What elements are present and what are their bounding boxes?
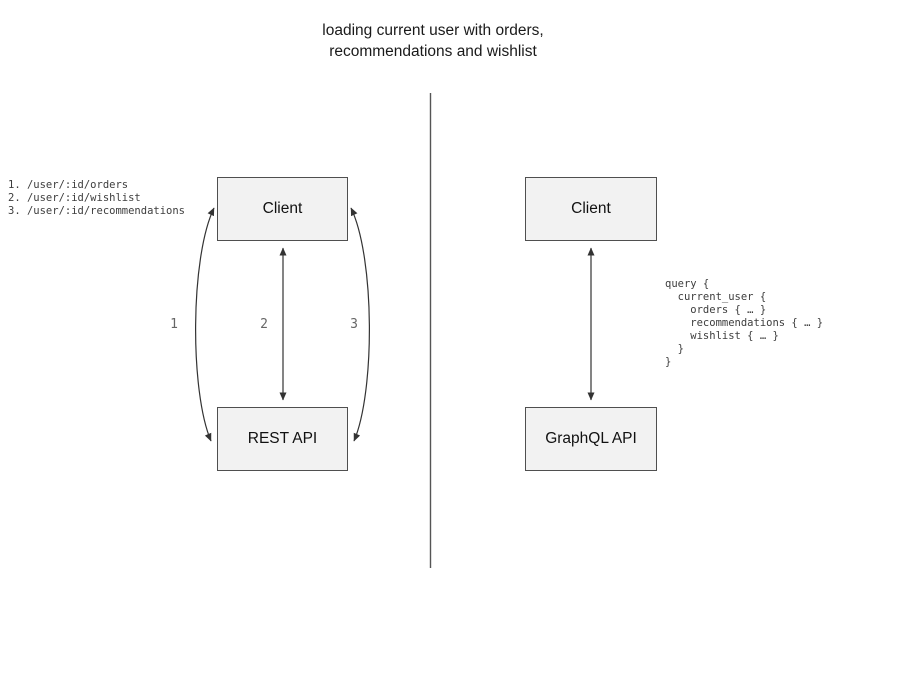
rest-arrow-label-3: 3 bbox=[350, 317, 358, 332]
graphql-api-label: GraphQL API bbox=[545, 430, 637, 447]
rest-api-label: REST API bbox=[247, 430, 318, 447]
query-line: recommendations { … } bbox=[665, 317, 824, 329]
query-line: } bbox=[665, 343, 684, 355]
rest-client-label: Client bbox=[262, 200, 303, 217]
graphql-api-node: GraphQL API bbox=[525, 407, 657, 471]
graphql-client-node: Client bbox=[525, 177, 657, 241]
rest-arrow-3-recommendations bbox=[350, 207, 370, 442]
query-line: query { bbox=[665, 278, 710, 290]
rest-endpoint-wishlist: 2. /user/:id/wishlist bbox=[8, 192, 141, 204]
rest-arrow-label-1: 1 bbox=[170, 317, 178, 332]
graphql-query-code: query { current_user { orders { … } reco… bbox=[665, 278, 823, 369]
rest-arrow-label-2: 2 bbox=[260, 317, 268, 332]
rest-api-node: REST API bbox=[217, 407, 348, 471]
rest-endpoint-orders: 1. /user/:id/orders bbox=[8, 179, 129, 191]
diagram-title-line-2: recommendations and wishlist bbox=[329, 43, 537, 60]
query-line: current_user { bbox=[665, 291, 767, 303]
query-line: orders { … } bbox=[665, 304, 767, 316]
query-line: wishlist { … } bbox=[665, 330, 779, 342]
graphql-client-label: Client bbox=[571, 200, 611, 217]
rest-endpoint-list: 1. /user/:id/orders 2. /user/:id/wishlis… bbox=[8, 179, 185, 218]
diagram-title-line-1: loading current user with orders, bbox=[322, 22, 544, 39]
rest-client-node: Client bbox=[217, 177, 348, 241]
query-line: } bbox=[665, 356, 672, 368]
rest-endpoint-recommendations: 3. /user/:id/recommendations bbox=[8, 205, 186, 217]
diagram-title: loading current user with orders, recomm… bbox=[0, 20, 866, 62]
rest-arrow-1-orders bbox=[195, 207, 215, 442]
